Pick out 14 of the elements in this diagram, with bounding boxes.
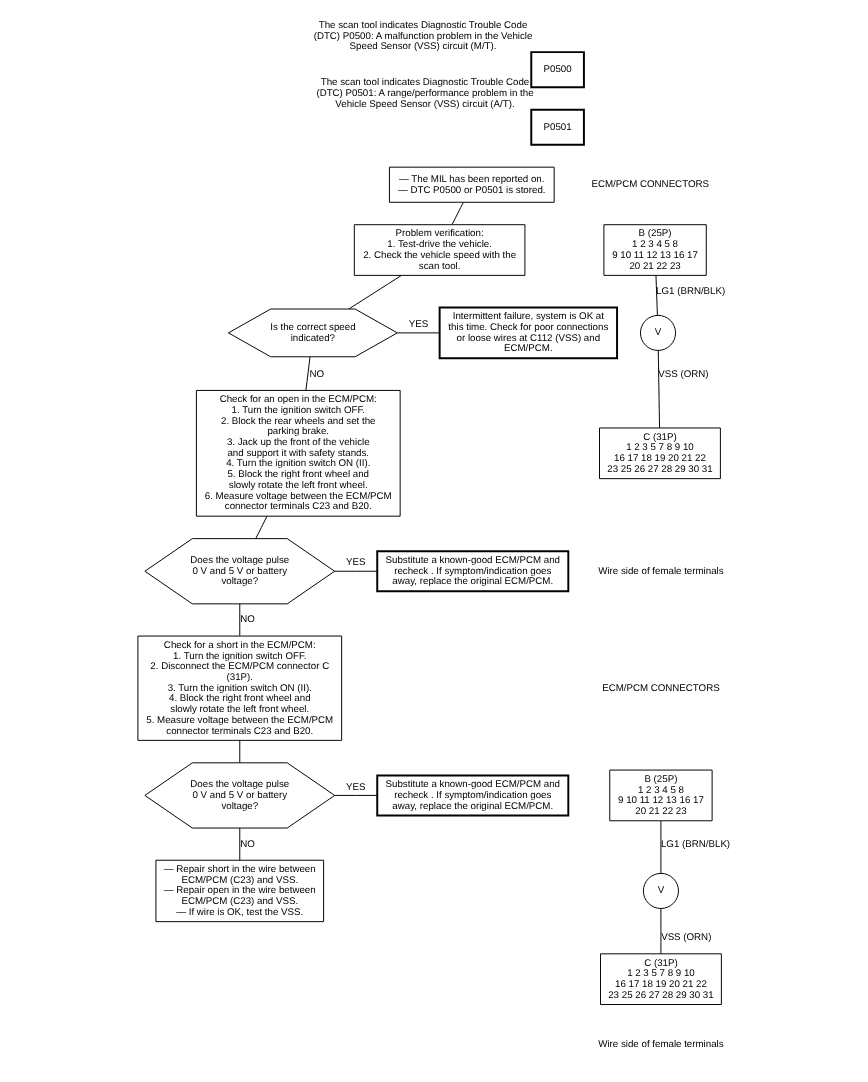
connector: [238, 827, 240, 861]
connector: [659, 908, 661, 955]
connector: [395, 332, 439, 334]
connector: [304, 356, 310, 391]
connector: [238, 603, 240, 637]
connector: [333, 570, 377, 572]
connector: [254, 515, 267, 539]
connector: [656, 350, 660, 429]
connector: [450, 201, 463, 225]
connector: [654, 275, 657, 316]
connector: [347, 275, 401, 310]
connector: [238, 740, 240, 764]
connector: [659, 820, 661, 874]
connector: [333, 794, 377, 796]
